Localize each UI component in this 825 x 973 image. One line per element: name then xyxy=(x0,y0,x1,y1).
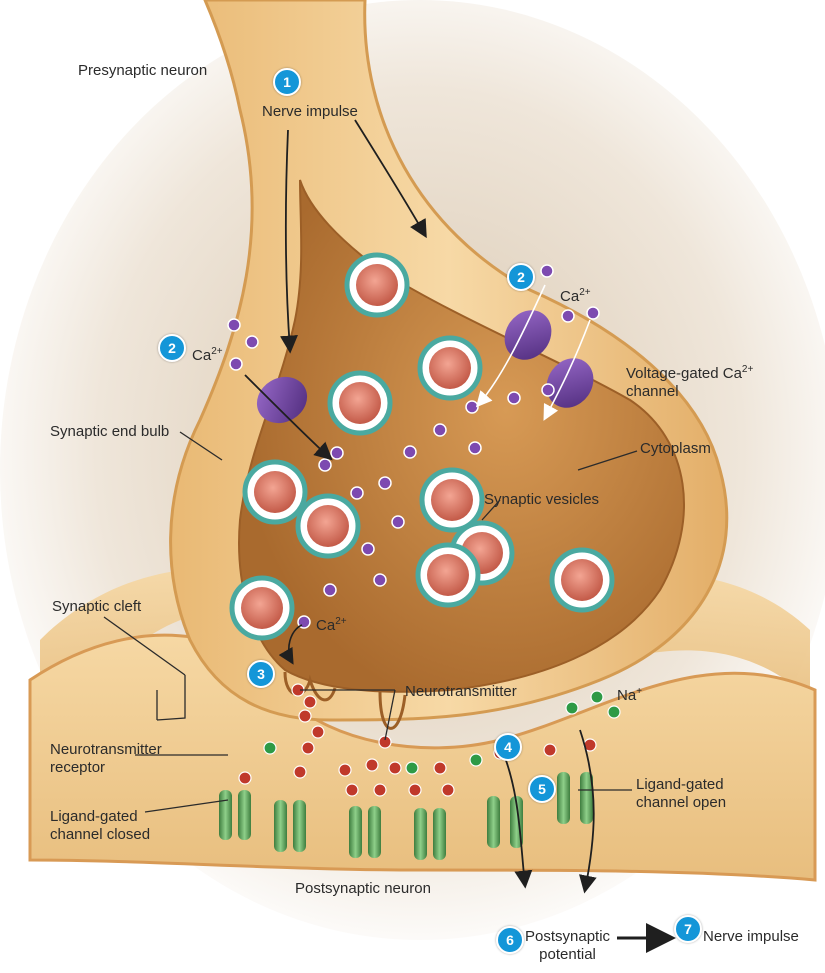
label-ligand-gated-open: Ligand-gated channel open xyxy=(636,776,726,812)
label-postsynaptic-potential: Postsynaptic potential xyxy=(525,928,610,964)
vesicle xyxy=(232,578,292,638)
vesicle xyxy=(347,255,407,315)
step-badge-2-left: 2 xyxy=(158,334,186,362)
label-ligand-gated-closed: Ligand-gated channel closed xyxy=(50,808,150,844)
label-nerve-impulse-bottom: Nerve impulse xyxy=(703,928,799,946)
step-badge-5: 5 xyxy=(528,775,556,803)
label-neurotransmitter: Neurotransmitter xyxy=(405,683,517,701)
label-neurotransmitter-receptor: Neurotransmitter receptor xyxy=(50,741,162,777)
step-badge-4: 4 xyxy=(494,733,522,761)
label-synaptic-end-bulb: Synaptic end bulb xyxy=(50,423,169,441)
step-badge-7: 7 xyxy=(674,915,702,943)
step-badge-2-right: 2 xyxy=(507,263,535,291)
label-voltage-gated-channel: Voltage-gated Ca2+ channel xyxy=(626,361,753,401)
vesicle xyxy=(330,373,390,433)
label-synaptic-vesicles: Synaptic vesicles xyxy=(484,491,599,509)
label-calcium-cleft: Ca2+ xyxy=(316,613,347,635)
vesicle xyxy=(245,462,305,522)
vesicle xyxy=(298,496,358,556)
label-sodium: Na+ xyxy=(617,683,642,705)
step-badge-3: 3 xyxy=(247,660,275,688)
label-calcium-left: Ca2+ xyxy=(192,343,223,365)
step-badge-1: 1 xyxy=(273,68,301,96)
label-synaptic-cleft: Synaptic cleft xyxy=(52,598,141,616)
vesicle xyxy=(420,338,480,398)
step-badge-6: 6 xyxy=(496,926,524,954)
label-cytoplasm: Cytoplasm xyxy=(640,440,711,458)
vesicle xyxy=(552,550,612,610)
vesicle xyxy=(422,470,482,530)
label-nerve-impulse-top: Nerve impulse xyxy=(262,103,358,121)
label-calcium-right: Ca2+ xyxy=(560,284,591,306)
label-postsynaptic-neuron: Postsynaptic neuron xyxy=(295,880,431,898)
label-presynaptic-neuron: Presynaptic neuron xyxy=(78,62,207,80)
vesicle xyxy=(418,545,478,605)
